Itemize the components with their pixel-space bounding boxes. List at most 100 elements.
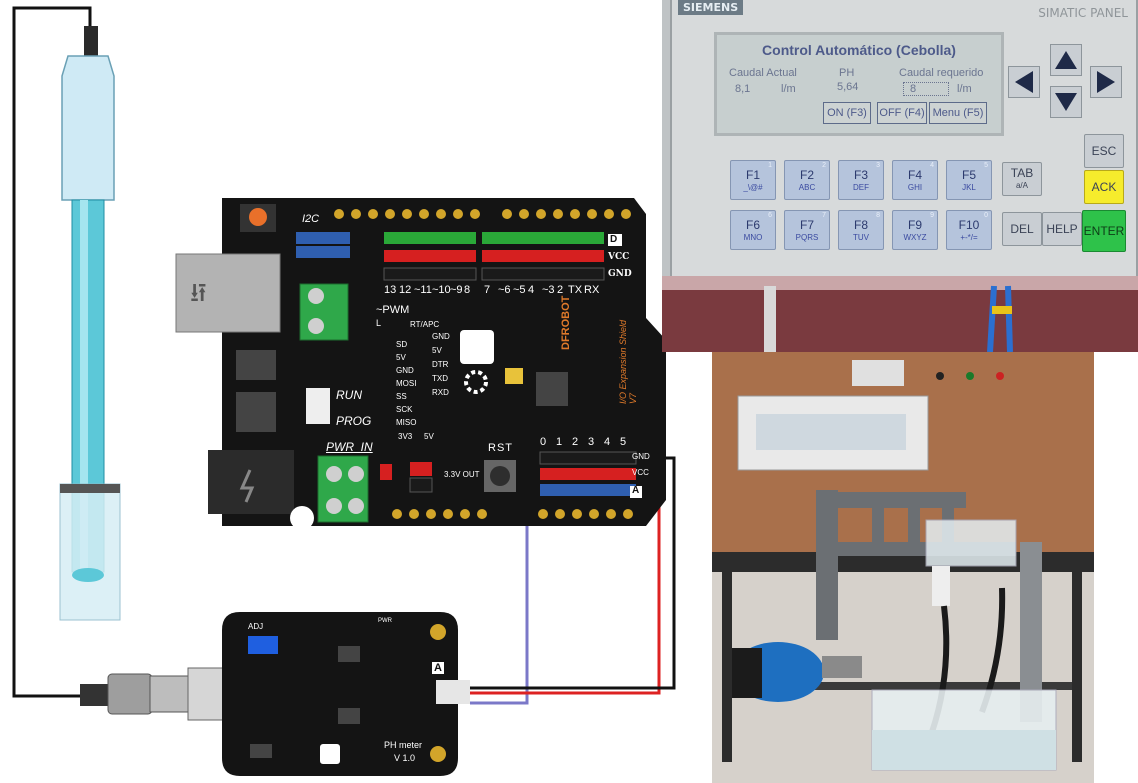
rtapc-label: RT/APC — [410, 320, 440, 329]
pin-tx: TX — [568, 284, 583, 296]
key-num: 4 — [930, 162, 934, 169]
pwr-terminal — [317, 455, 369, 523]
usb-port — [175, 253, 281, 333]
ack-key[interactable]: ACK — [1084, 170, 1124, 204]
pin-4: 4 — [528, 284, 535, 296]
svg-text:⭿: ⭿ — [190, 279, 207, 309]
i2c-label: I2C — [302, 213, 320, 225]
key-num: 0 — [984, 212, 988, 219]
ph-value: 5,64 — [837, 81, 859, 93]
pin-5: ~5 — [513, 284, 526, 296]
spi-pin: 5V — [396, 353, 406, 362]
pin-6: ~6 — [498, 284, 511, 296]
pwr-in-label: PWR_IN — [326, 440, 373, 454]
key-main: F7 — [799, 218, 814, 232]
arrow-down-icon — [1055, 93, 1077, 111]
analog-pin-5: 5 — [620, 436, 627, 448]
key-main: F8 — [853, 218, 868, 232]
dfrobot-sub: I/O Expansion Shield V7 — [618, 319, 638, 404]
rig-illustration — [712, 352, 1094, 783]
test-rig-photo — [712, 352, 1094, 783]
probe-cap — [84, 26, 98, 56]
analog-pin-2: 2 — [572, 436, 579, 448]
arrow-down-key[interactable] — [1050, 86, 1082, 118]
spi-pin-list: SD 5V GND MOSI SS SCK MISO — [396, 338, 416, 429]
volt-3v3-label: 3V3 — [398, 432, 413, 441]
pin-2: 2 — [557, 284, 564, 296]
tab-key[interactable]: TAB a/A — [1002, 162, 1042, 196]
panel-cables — [662, 276, 1138, 352]
pin-13: 13 — [384, 284, 397, 296]
caudal-actual-unit: l/m — [781, 83, 796, 95]
key-main: F5 — [961, 168, 976, 182]
caudal-actual-value: 8,1 — [735, 83, 751, 95]
caudal-req-value[interactable]: 8 — [903, 82, 949, 96]
tab-key-main: TAB — [1010, 166, 1034, 180]
spi-pin: MISO — [396, 418, 417, 427]
brand-text: DFROBOT — [560, 295, 572, 350]
key-num: 6 — [768, 212, 772, 219]
probe-cable — [12, 6, 95, 698]
wiring-diagram: ⭿ — [12, 6, 676, 776]
key-num: 7 — [822, 212, 826, 219]
serial-pin: DTR — [432, 360, 449, 369]
screen-title: Control Automático (Cebolla) — [762, 42, 956, 58]
serial-pin: TXD — [432, 374, 448, 383]
key-sub: MNO — [743, 233, 763, 242]
orange-button — [249, 208, 267, 226]
digital-row-label: D — [610, 234, 618, 245]
key-sub: GHI — [907, 183, 923, 192]
spi-pin: MOSI — [396, 379, 417, 388]
connector-a-label: A — [432, 662, 444, 674]
del-key[interactable]: DEL — [1002, 212, 1042, 246]
i2c-header — [296, 232, 350, 258]
dc-jack — [208, 450, 294, 514]
on-button[interactable]: ON (F3) — [823, 102, 871, 124]
analog-pin-3: 3 — [588, 436, 595, 448]
key-sub: TUV — [853, 233, 869, 242]
servo-terminal — [299, 283, 349, 341]
key-main: F3 — [853, 168, 868, 182]
key-main: F10 — [958, 218, 980, 232]
serial-pin: 5V — [432, 346, 442, 355]
spi-pin: GND — [396, 366, 414, 375]
pin-12: 12 — [399, 284, 412, 296]
esc-key[interactable]: ESC — [1084, 134, 1124, 168]
pin-10: ~10 — [432, 284, 451, 296]
pin-9: ~9 — [450, 284, 463, 296]
key-num: 5 — [984, 162, 988, 169]
adj-potentiometer — [248, 636, 278, 654]
arrow-up-icon — [1055, 51, 1077, 69]
key-sub: WXYZ — [903, 233, 927, 242]
led-label: L — [376, 318, 382, 328]
probe-body — [61, 55, 115, 201]
arrow-right-key[interactable] — [1090, 66, 1122, 98]
arrow-left-key[interactable] — [1008, 66, 1040, 98]
enter-key[interactable]: ENTER — [1082, 210, 1126, 252]
ph-meter-name: PH meter — [384, 740, 423, 750]
help-key[interactable]: HELP — [1042, 212, 1082, 246]
off-button[interactable]: OFF (F4) — [877, 102, 927, 124]
run-label: RUN — [336, 388, 362, 402]
serial-pin: GND — [432, 332, 450, 341]
analog-rows — [539, 451, 637, 496]
arrow-up-key[interactable] — [1050, 44, 1082, 76]
pwm-label: ~PWM — [376, 304, 410, 316]
key-sub: +-*/= — [960, 233, 978, 242]
hmi-brand: SIEMENS — [678, 0, 744, 15]
digital-rows — [383, 232, 605, 281]
key-sub: _\@# — [743, 183, 763, 192]
key-main: F9 — [907, 218, 922, 232]
menu-button[interactable]: Menu (F5) — [929, 102, 987, 124]
dfrobot-brand: DFROBOT — [560, 240, 572, 350]
